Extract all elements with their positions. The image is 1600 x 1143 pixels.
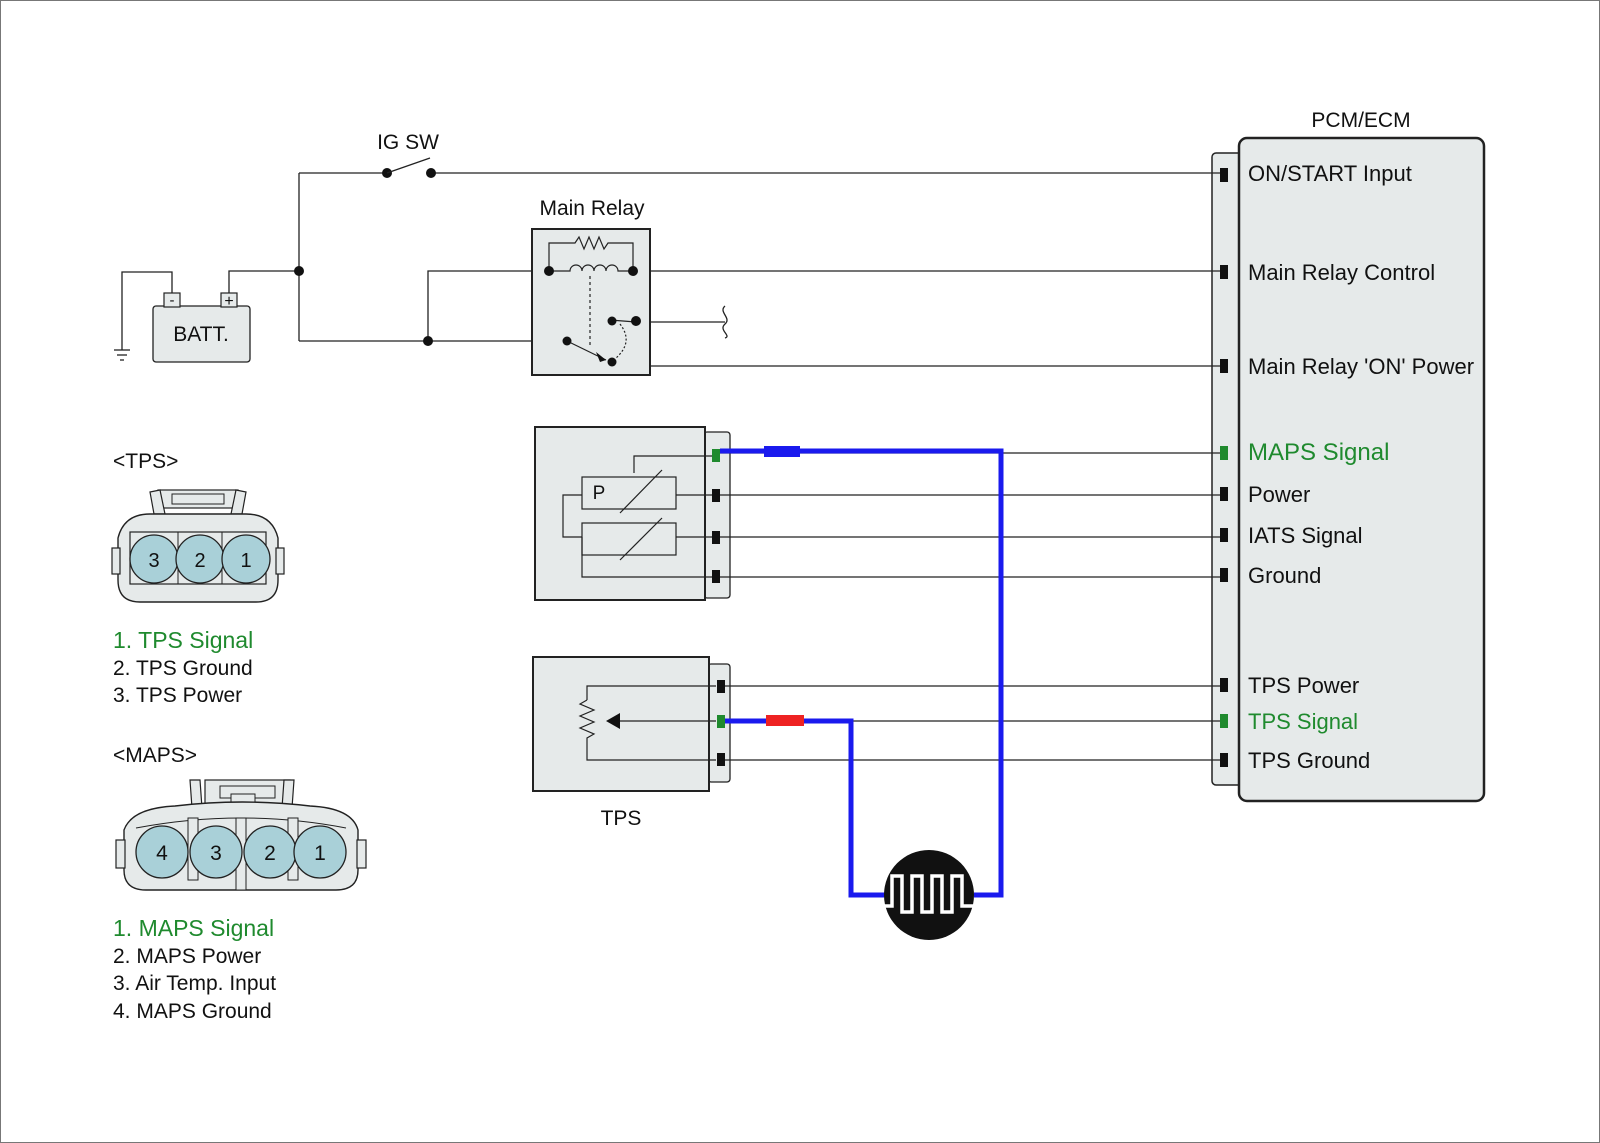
maps-pin-1-circle: [293, 825, 347, 879]
relay-suppressor-resistor: [548, 235, 634, 271]
ecm-label-main-relay-control: Main Relay Control: [1248, 260, 1436, 285]
tps-sensor-label: TPS: [601, 807, 642, 830]
battery-plus-sign: +: [224, 293, 233, 310]
ecm-label-tps-signal: TPS Signal: [1248, 709, 1359, 734]
maps-pin-3-circle: [189, 825, 243, 879]
ecm-label-power: Power: [1248, 482, 1311, 507]
tps-sensor: [532, 656, 731, 792]
maps-pin-4: [712, 570, 720, 583]
tps-pin-power: [717, 680, 725, 693]
tps-pin-ground: [717, 753, 725, 766]
ecm-title: PCM/ECM: [1311, 109, 1410, 132]
main-relay-label: Main Relay: [539, 197, 645, 220]
tps-pin-1-circle: [221, 534, 271, 584]
ecm-pin-ground: [1220, 568, 1228, 582]
wire-continuation-break: [722, 305, 728, 339]
battery: [152, 292, 251, 363]
ecm-label-maps-signal: MAPS Signal: [1248, 439, 1390, 466]
ecm-pin-main-relay-control: [1220, 265, 1228, 279]
tps-probe-clip: [766, 715, 804, 726]
maps-pin-3-number: 3: [210, 842, 222, 865]
battery-minus-terminal: [163, 292, 181, 308]
maps-body: [534, 426, 706, 601]
scope-probe-maps-wire: [720, 448, 1004, 898]
ig-sw-label: IG SW: [377, 131, 439, 154]
ecm-label-iats-signal: IATS Signal: [1248, 523, 1363, 548]
tps-potentiometer: [578, 699, 716, 761]
maps-connector-title: <MAPS>: [113, 744, 198, 767]
battery-label: BATT.: [173, 323, 229, 346]
battery-ground-wire: [121, 271, 173, 350]
ecm-pin-power: [1220, 487, 1228, 501]
power-wiring: [121, 172, 1220, 367]
tps-pin-2-number: 2: [194, 550, 205, 572]
ecm-body: [1237, 136, 1486, 803]
battery-body: [152, 305, 251, 363]
relay-switch-arrow: [596, 352, 606, 362]
maps-pin-4-circle: [135, 825, 189, 879]
relay-coil: [549, 264, 633, 272]
relay-coil-feed-wire: [427, 270, 549, 341]
ecm-pin-tps-ground: [1220, 753, 1228, 767]
ecm-pins: [1220, 168, 1228, 767]
ecm-pin-maps-signal: [1220, 446, 1228, 460]
tps-body: [532, 656, 710, 792]
main-relay: [531, 228, 651, 376]
main-relay-body: [531, 228, 651, 376]
tps-connector-title: <TPS>: [113, 450, 179, 473]
tps-pin-1-number: 1: [240, 550, 251, 572]
maps-sensor: [534, 426, 731, 601]
ground-symbol: [114, 349, 130, 361]
tps-legend-item-2: 2. TPS Ground: [113, 657, 253, 680]
maps-legend-item-2: 2. MAPS Power: [113, 945, 262, 968]
ig-sw-blade: [386, 157, 431, 174]
battery-plus-terminal: [220, 292, 238, 308]
square-wave-oscilloscope-icon: [884, 850, 974, 940]
ecm-pin-tps-power: [1220, 678, 1228, 692]
maps-pin-1: [712, 449, 720, 462]
ecm-pin-iats-signal: [1220, 528, 1228, 542]
junction-dots: [294, 168, 436, 346]
ecm-label-tps-power: TPS Power: [1248, 673, 1360, 698]
maps-legend-item-3: 3. Air Temp. Input: [113, 972, 277, 995]
maps-pin-2: [712, 489, 720, 502]
scope-probe-wires: [720, 448, 1004, 898]
tps-legend-item-1: 1. TPS Signal: [113, 627, 254, 653]
battery-positive-wire: [228, 270, 299, 295]
ecm-label-ground: Ground: [1248, 563, 1322, 588]
maps-legend-item-4: 4. MAPS Ground: [113, 1000, 272, 1023]
maps-pin-4-number: 4: [156, 842, 168, 865]
ecm-pin-main-relay-on-power: [1220, 359, 1228, 373]
sensor-wires: [720, 452, 1220, 761]
scope-probe-tps-wire: [725, 718, 886, 898]
maps-legend-item-1: 1. MAPS Signal: [113, 915, 275, 941]
maps-temperature-element: [581, 522, 677, 556]
tps-pin-3-number: 3: [148, 550, 159, 572]
tps-connector-drawing: [111, 489, 285, 603]
tps-power-trace: [586, 685, 716, 700]
maps-pin-1-number: 1: [314, 842, 326, 865]
tps-legend-item-3: 3. TPS Power: [113, 684, 243, 707]
tps-wiper-arrow: [606, 713, 620, 729]
battery-minus-sign: -: [170, 292, 175, 309]
ecm-block: [1211, 136, 1486, 803]
ecm-pin-on-start: [1220, 168, 1228, 182]
maps-connector-drawing: [115, 779, 367, 891]
ecm-label-on-start-input: ON/START Input: [1248, 161, 1412, 186]
maps-pin-2-number: 2: [264, 842, 276, 865]
tps-pin-signal: [717, 715, 725, 728]
maps-probe-clip: [764, 446, 800, 457]
maps-p-label: P: [593, 483, 606, 504]
ecm-label-tps-ground: TPS Ground: [1248, 748, 1371, 773]
ecm-pin-tps-signal: [1220, 714, 1228, 728]
maps-pin-3: [712, 531, 720, 544]
ecm-label-main-relay-on-power: Main Relay 'ON' Power: [1248, 354, 1475, 379]
